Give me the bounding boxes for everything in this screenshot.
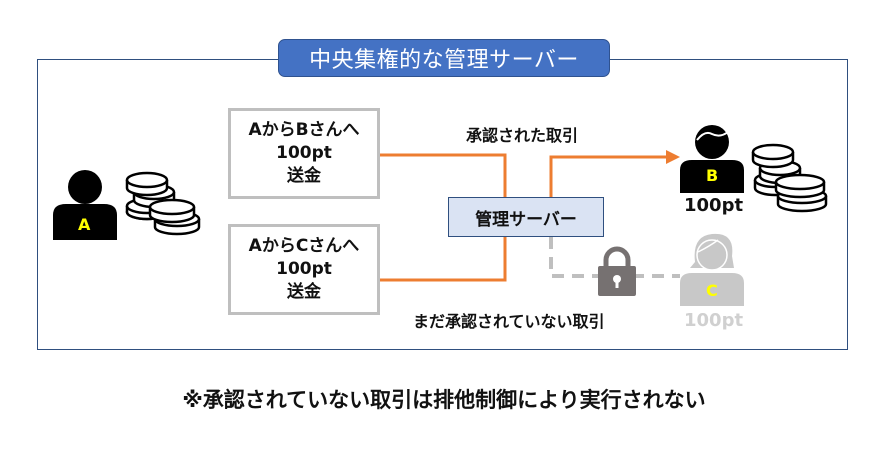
approved-line-in [380, 153, 507, 197]
footnote: ※承認されていない取引は排他制御により実行されない [182, 388, 706, 412]
approved-transaction-label: 承認された取引 [466, 126, 579, 145]
transaction-box-c: AからCさんへ 100pt 送金 [228, 224, 380, 315]
transaction-box-b: AからBさんへ 100pt 送金 [228, 108, 380, 199]
transaction-line: AからCさんへ [248, 236, 360, 256]
transaction-amount: 100pt [276, 259, 332, 279]
pending-transaction-label: まだ承認されていない取引 [413, 312, 605, 331]
user-c-icon [680, 233, 744, 306]
coins-b-icon [751, 143, 828, 213]
user-a-icon [53, 170, 117, 240]
transaction-action: 送金 [287, 282, 321, 302]
arrow-head-icon [666, 150, 680, 164]
user-a-letter: A [78, 215, 91, 234]
approved-line-out [549, 155, 668, 197]
diagram-title: 中央集権的な管理サーバー [278, 39, 610, 77]
user-b-letter: B [706, 166, 719, 185]
blocked-line [549, 237, 680, 278]
transaction-action: 送金 [287, 166, 321, 186]
user-c-letter: C [706, 281, 718, 300]
user-c-balance: 100pt [684, 310, 744, 331]
transaction-amount: 100pt [276, 143, 332, 163]
management-server-box: 管理サーバー [448, 197, 604, 237]
coins-a-icon [125, 171, 201, 236]
lock-icon [598, 246, 636, 296]
user-b-icon [680, 125, 744, 193]
user-b-balance: 100pt [684, 195, 744, 216]
transaction-line: AからBさんへ [248, 120, 360, 140]
pending-line-in [380, 237, 507, 282]
